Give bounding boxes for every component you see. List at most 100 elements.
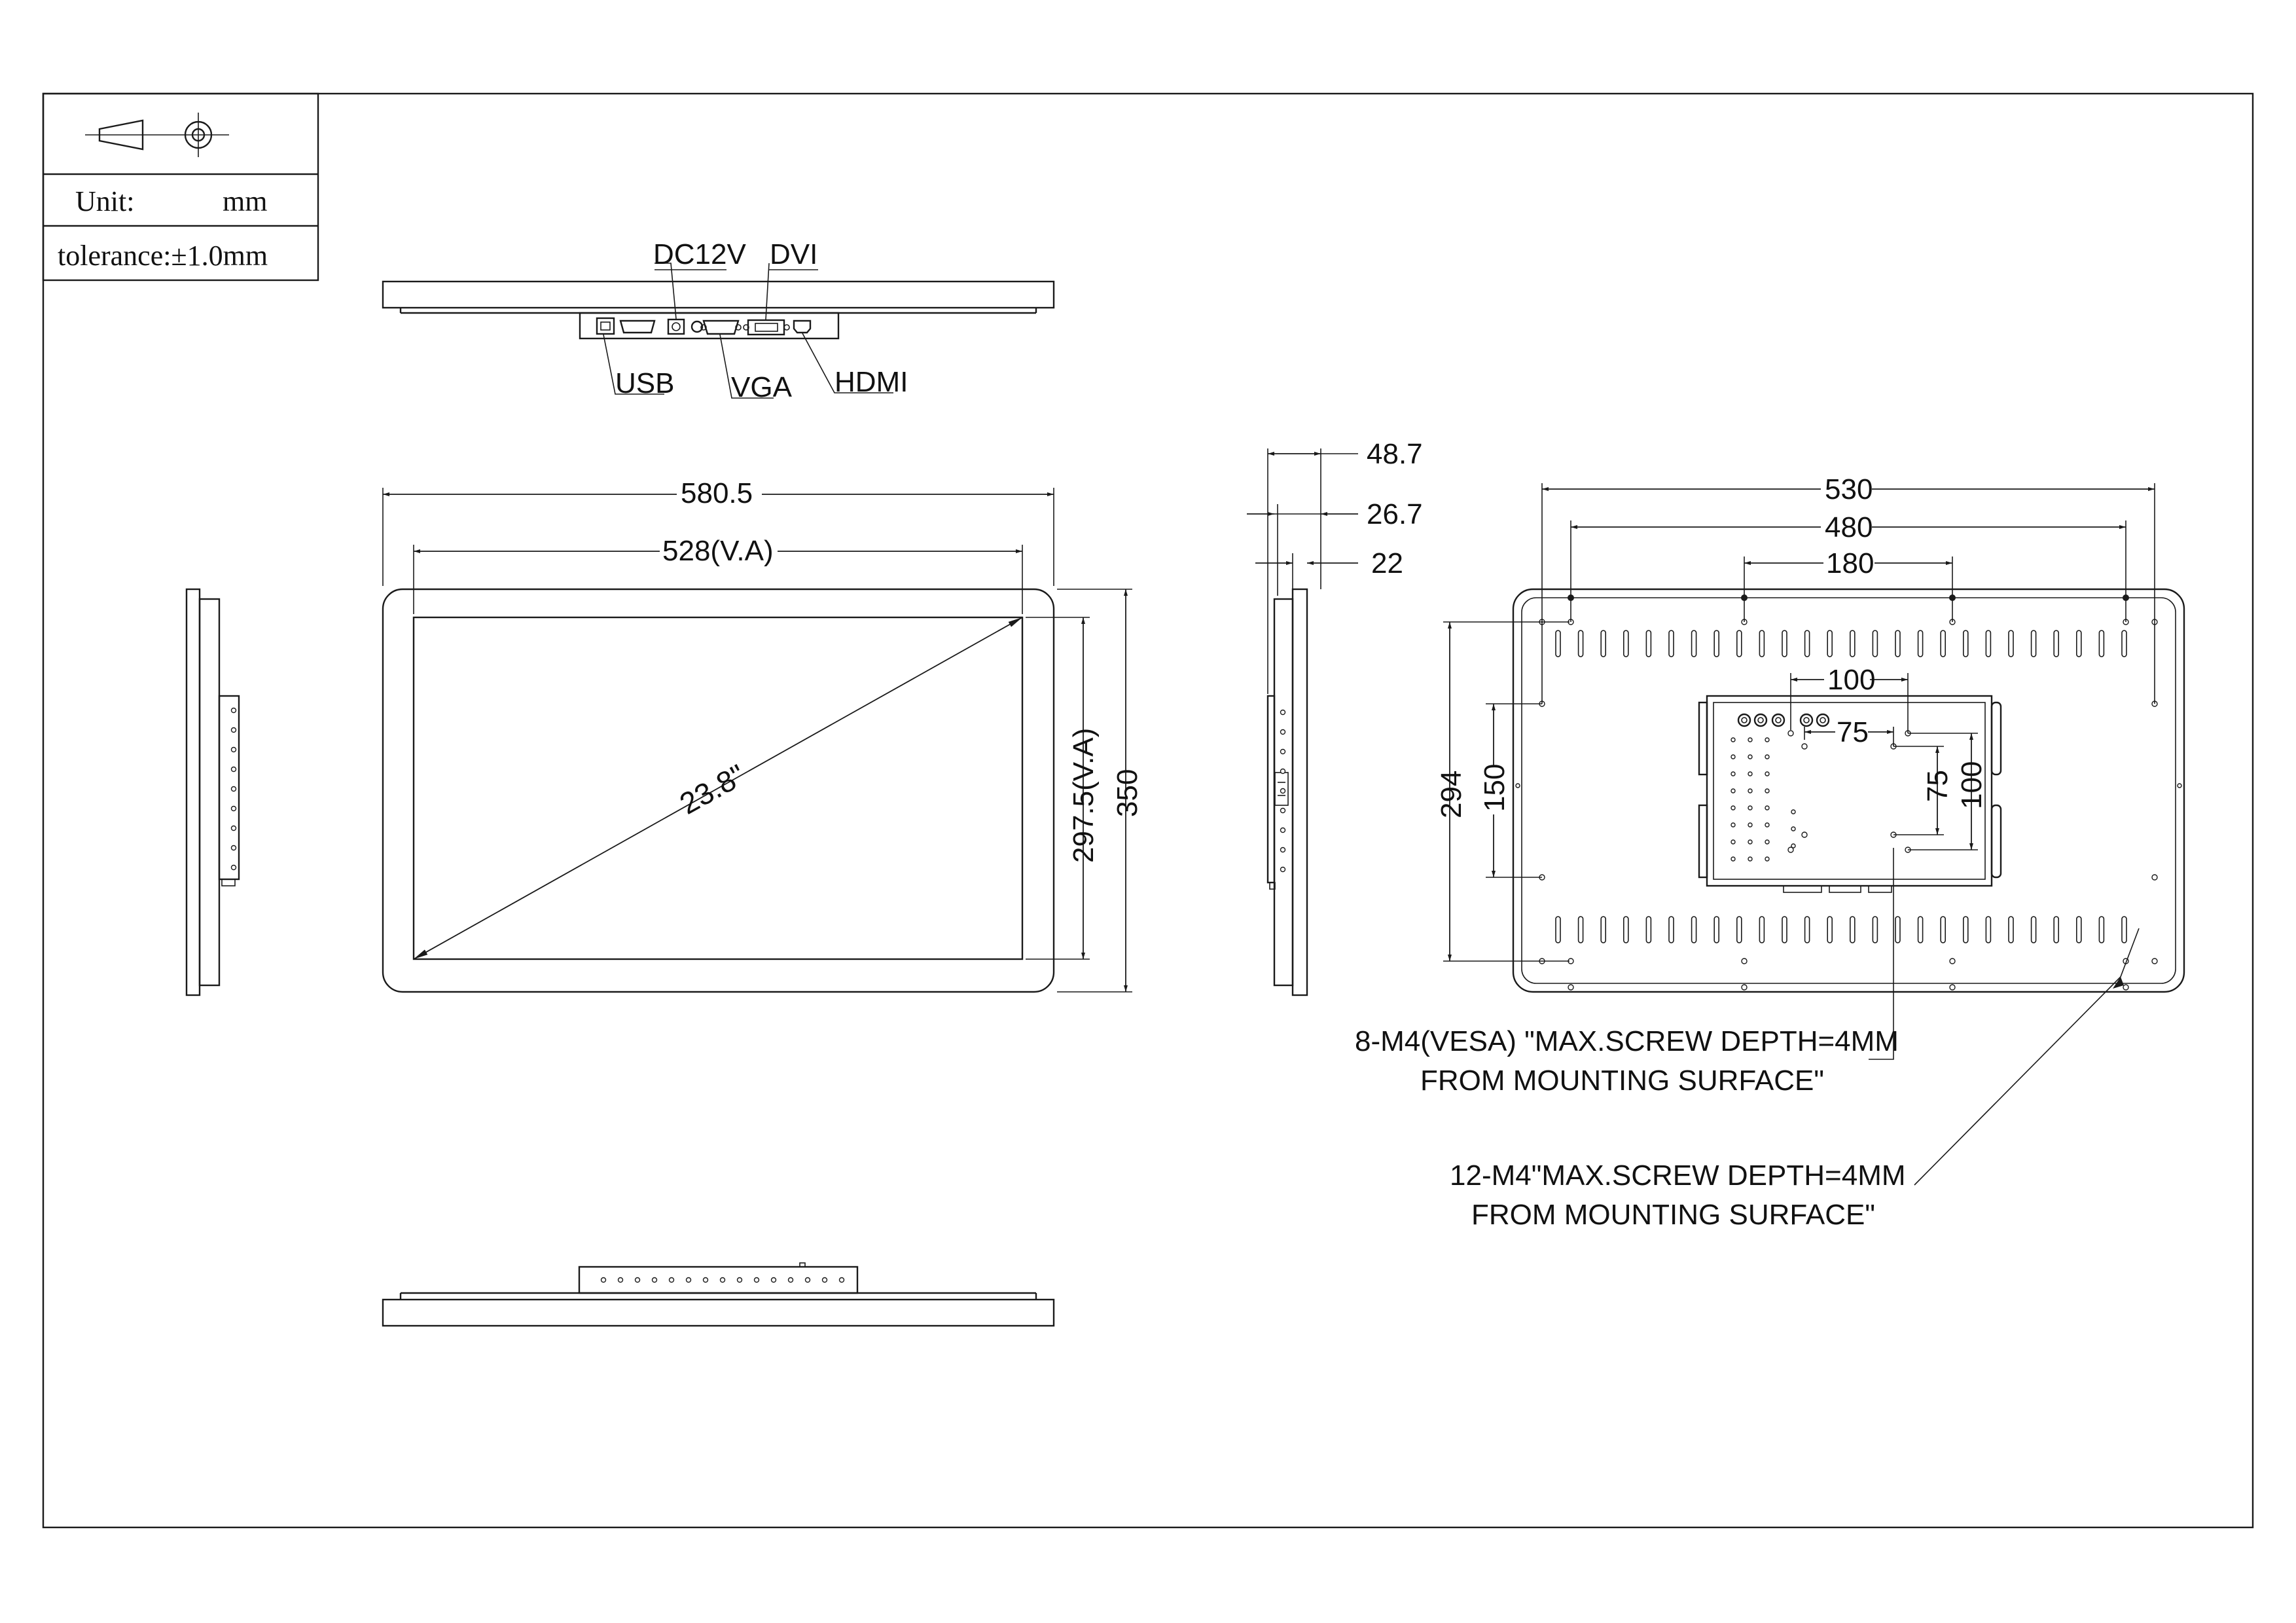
vent-slot [1895, 916, 1901, 943]
vent-slot [1782, 916, 1787, 943]
vesa-75-vertical-label: 75 [1922, 770, 1954, 802]
vent-slot [2076, 916, 2082, 943]
mount-hole [2123, 984, 2129, 991]
board-pin [1748, 805, 1753, 811]
vent-slot [1713, 630, 1719, 657]
serial-port-icon [619, 319, 656, 334]
bottom-screw-hole [617, 1277, 624, 1283]
board-pin [1765, 737, 1770, 742]
depth-bezel-label: 22 [1371, 547, 1403, 579]
vent-slot [1827, 630, 1833, 657]
usb-port-icon [596, 317, 615, 335]
drawing-border [42, 92, 2254, 1529]
vent-slot [1600, 630, 1606, 657]
vent-slot [2008, 916, 2014, 943]
side-screw-hole [1280, 748, 1286, 755]
edge-hole [1515, 783, 1520, 788]
unit-label: Unit: [75, 185, 134, 217]
rear-view: 530 480 180 294 150 100 7 [1355, 473, 2185, 1231]
bottom-screw-hole [634, 1277, 641, 1283]
vent-slot [1872, 630, 1878, 657]
vent-slot [1645, 630, 1652, 657]
side-screw-hole [230, 845, 237, 851]
vent-slot [1872, 916, 1878, 943]
dc-jack-icon [667, 318, 685, 335]
side-screw-hole [1280, 807, 1286, 814]
overall-height-label: 350 [1111, 769, 1143, 817]
vent-slot [2053, 916, 2059, 943]
board-pin [1731, 856, 1736, 862]
mount-hole [1949, 958, 1956, 964]
vent-slot [1645, 916, 1652, 943]
vent-slot [1917, 630, 1924, 657]
vent-slot [1850, 916, 1856, 943]
board-pin [1748, 788, 1753, 793]
label-usb: USB [615, 367, 674, 399]
vesa-100-vertical-label: 100 [1956, 761, 1988, 809]
side-screw-hole [230, 766, 237, 773]
side-screw-hole [230, 805, 237, 812]
vent-slot [1736, 630, 1742, 657]
depth-mid-label: 26.7 [1367, 498, 1423, 530]
vent-slot [1985, 916, 1992, 943]
vent-slot [1577, 916, 1584, 943]
vent-slot [2053, 630, 2059, 657]
vent-slot [1917, 916, 1924, 943]
board-pin [1731, 754, 1736, 759]
hole-span-180-label: 180 [1826, 547, 1874, 579]
vesa-75-horizontal-label: 75 [1837, 716, 1869, 748]
side-screw-hole [230, 707, 237, 714]
bottom-screw-hole [702, 1277, 709, 1283]
side-screw-hole [1280, 709, 1286, 716]
board-pin [1748, 771, 1753, 776]
vent-slot [1759, 916, 1765, 943]
bottom-screw-hole [821, 1277, 828, 1283]
hole-height-294-label: 294 [1435, 771, 1467, 818]
board-pin [1731, 805, 1736, 811]
controller-board [1698, 695, 2002, 893]
bottom-screw-hole [838, 1277, 845, 1283]
board-pin [1748, 754, 1753, 759]
vent-slot [1713, 916, 1719, 943]
vesa-hole [1801, 831, 1808, 838]
title-block: Unit: mm tolerance:±1.0mm [42, 92, 319, 282]
vent-slot [2121, 916, 2127, 943]
board-pin [1748, 737, 1753, 742]
vent-slot [1736, 916, 1742, 943]
mount-hole [1741, 984, 1748, 991]
vent-slot [1623, 630, 1629, 657]
vent-slot [2121, 630, 2127, 657]
vent-slot [1940, 916, 1946, 943]
vent-slot [2098, 916, 2105, 943]
vga-port-icon [700, 319, 742, 335]
vent-slot [2076, 630, 2082, 657]
note-m4-line1: 12-M4"MAX.SCREW DEPTH=4MM [1450, 1159, 1906, 1192]
vent-slot [1623, 916, 1629, 943]
hole-span-530-label: 530 [1825, 473, 1873, 505]
vent-slot [1600, 916, 1606, 943]
hole-height-150-label: 150 [1479, 764, 1511, 812]
diagonal-label: 23.8" [674, 757, 751, 821]
vent-slot [1555, 916, 1561, 943]
note-m4-line2: FROM MOUNTING SURFACE" [1471, 1199, 1875, 1231]
board-pin [1791, 826, 1796, 831]
board-pin [1765, 788, 1770, 793]
vent-slot [1940, 630, 1946, 657]
side-screw-hole [1280, 866, 1286, 873]
board-pin [1765, 856, 1770, 862]
mount-hole [1568, 984, 1574, 991]
side-screw-hole [230, 825, 237, 831]
bottom-screw-hole [770, 1277, 777, 1283]
note-vesa-line2: FROM MOUNTING SURFACE" [1420, 1065, 1824, 1097]
board-pin [1731, 771, 1736, 776]
power-button-icon [691, 320, 704, 333]
board-pin [1731, 788, 1736, 793]
vent-slot [1668, 916, 1674, 943]
edge-hole [2177, 783, 2182, 788]
vesa-100-horizontal-label: 100 [1827, 664, 1875, 696]
side-screw-hole [1280, 768, 1286, 775]
bottom-screw-hole [668, 1277, 675, 1283]
depth-total-label: 48.7 [1367, 438, 1423, 470]
front-view: 23.8" 580.5 528(V.A) 297.5(V.A) 350 [382, 477, 1143, 993]
